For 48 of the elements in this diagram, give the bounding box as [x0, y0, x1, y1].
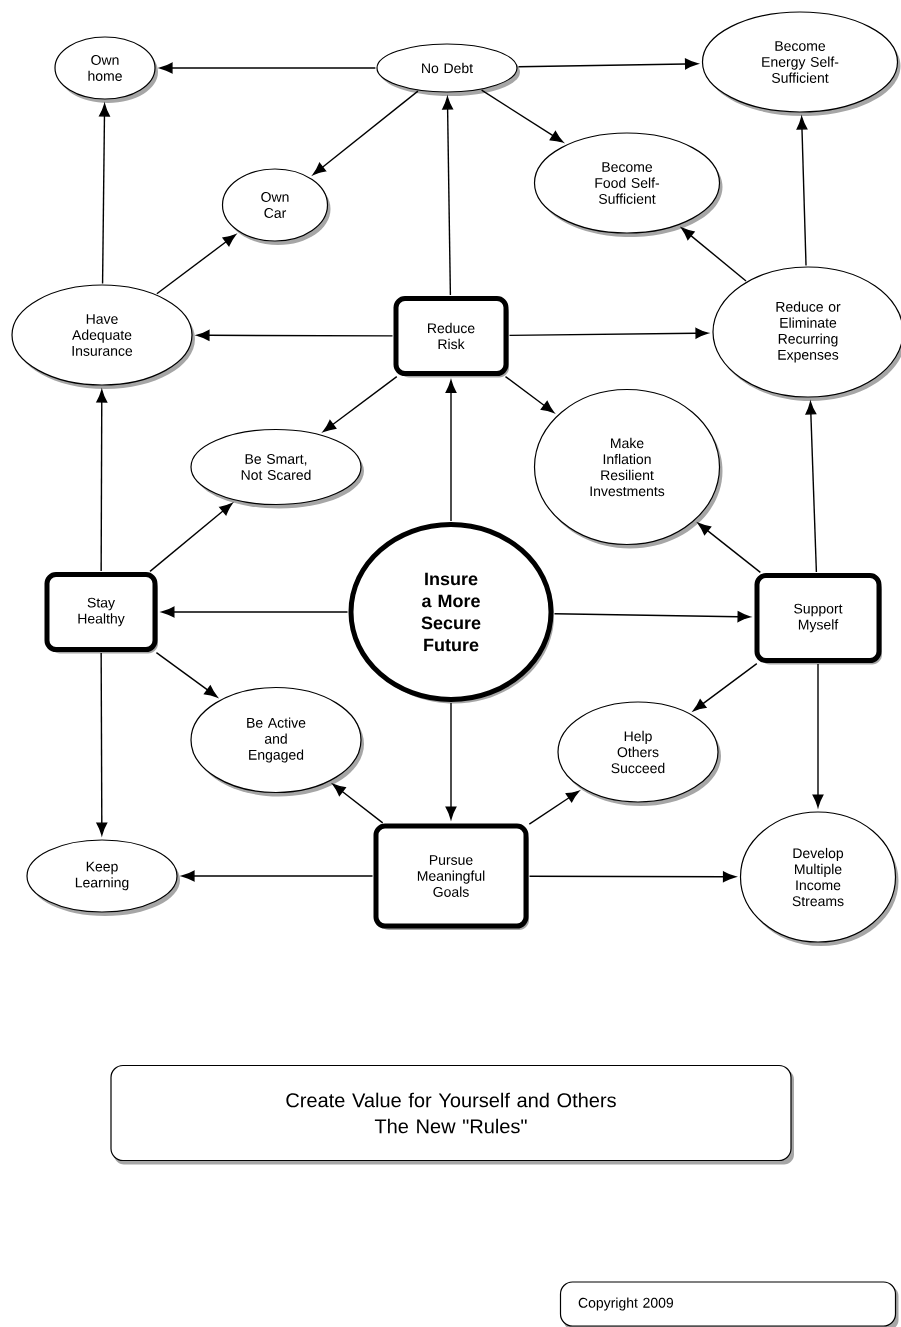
oval-node: Keep Learning	[26, 839, 180, 916]
arrow	[322, 375, 398, 433]
arrow	[504, 375, 555, 414]
arrow	[480, 89, 564, 143]
oval-node: Make Inflation Resilient Investments	[533, 388, 723, 549]
arrow	[796, 116, 808, 267]
arrow	[693, 662, 758, 712]
oval-node: Reduce or Eliminate Recurring Expenses	[712, 266, 901, 401]
arrow	[312, 90, 419, 176]
arrow	[196, 329, 394, 341]
arrow	[697, 522, 762, 574]
title-box: Create Value for Yourself and Others The New "Rules"	[110, 1064, 794, 1165]
arrow	[159, 62, 377, 74]
arrow	[181, 870, 374, 882]
arrow	[96, 652, 108, 836]
arrow	[161, 606, 349, 618]
rounded-box: Support Myself	[754, 573, 882, 665]
oval-node: Become Energy Self-Sufficient	[701, 11, 901, 116]
rounded-box: Stay Healthy	[44, 572, 158, 654]
oval-node: Be Active and Engaged	[190, 686, 364, 797]
oval-node: Become Food Self-Sufficient	[533, 132, 723, 237]
arrow	[528, 790, 580, 825]
arrow	[332, 783, 384, 824]
arrow	[149, 502, 233, 573]
oval-node: Have Adequate Insurance	[11, 284, 195, 389]
oval-node: Help Others Succeed	[557, 701, 721, 806]
oval-node: No Debt	[376, 43, 520, 96]
arrow	[812, 663, 824, 808]
oval-node: Be Smart, Not Scared	[190, 428, 364, 509]
arrow	[553, 611, 751, 623]
arrow	[528, 871, 736, 883]
arrow	[156, 234, 237, 295]
arrow	[99, 103, 110, 285]
arrow	[445, 702, 457, 820]
arrow	[445, 380, 457, 522]
rounded-box: Reduce Risk	[393, 296, 509, 378]
arrow	[805, 401, 818, 573]
oval-node: Own Car	[221, 168, 331, 245]
oval-node: Develop Multiple Income Streams	[739, 811, 899, 946]
oval-node: Own home	[54, 36, 158, 103]
arrow	[508, 327, 709, 339]
arrow	[442, 96, 454, 296]
arrow	[96, 389, 108, 572]
arrow	[681, 227, 747, 282]
arrow	[517, 58, 698, 70]
rounded-box: Pursue Meaningful Goals	[373, 823, 529, 930]
copyright-box: Copyright 2009	[559, 1281, 899, 1327]
arrow	[155, 651, 218, 698]
